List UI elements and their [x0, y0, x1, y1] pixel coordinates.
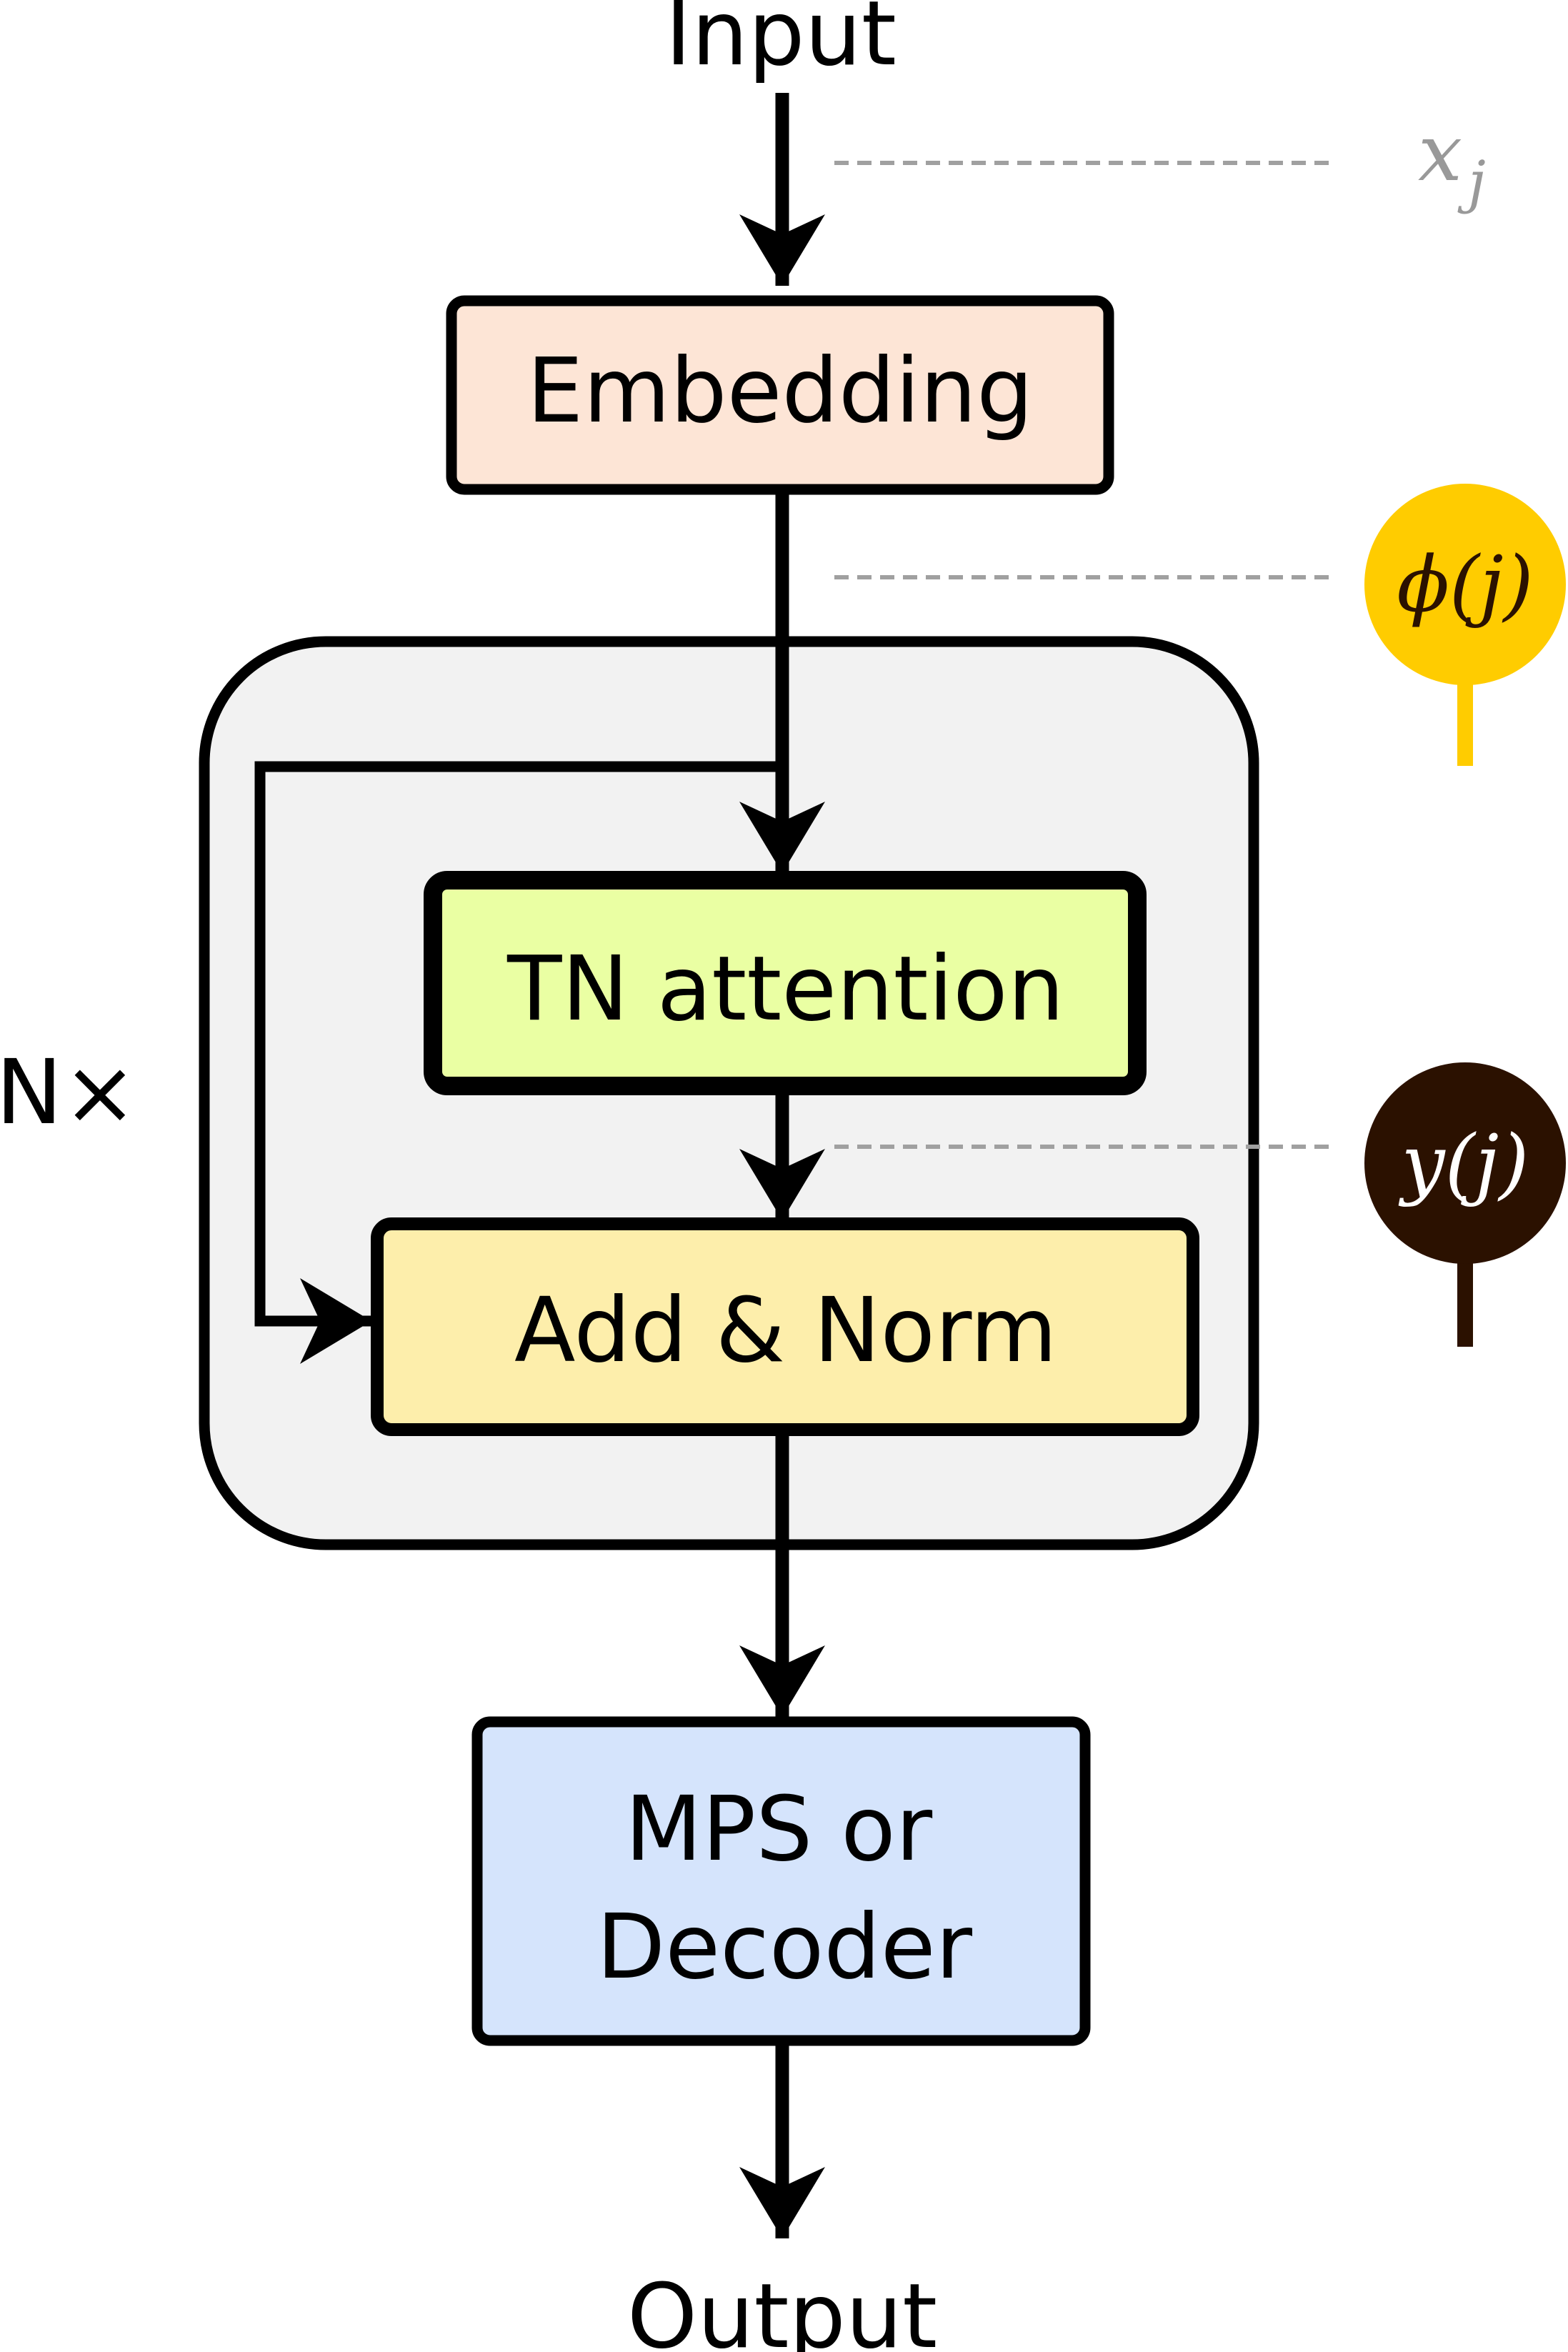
y-node-label: y(j) [1398, 1119, 1529, 1208]
phi-node [1364, 484, 1566, 685]
x-j-main: x [1418, 107, 1462, 199]
repeat-label: N× [0, 1041, 137, 1145]
add-norm-label: Add & Norm [514, 1279, 1057, 1382]
decoder-box [471, 1716, 1091, 2046]
y-node [1364, 1062, 1566, 1264]
decoder-label-line2: Decoder [596, 1895, 973, 1999]
tn-attention-box [424, 871, 1147, 1095]
add-norm-box [371, 1217, 1199, 1436]
phi-node-label: ϕ(j) [1397, 540, 1533, 629]
tn-attention-label: TN attention [506, 937, 1064, 1041]
embedding-label: Embedding [527, 339, 1034, 443]
embedding-box [446, 295, 1114, 495]
input-label: Input [665, 0, 897, 86]
output-label: Output [627, 2265, 937, 2352]
decoder-label-line1: MPS or [625, 1778, 933, 1881]
